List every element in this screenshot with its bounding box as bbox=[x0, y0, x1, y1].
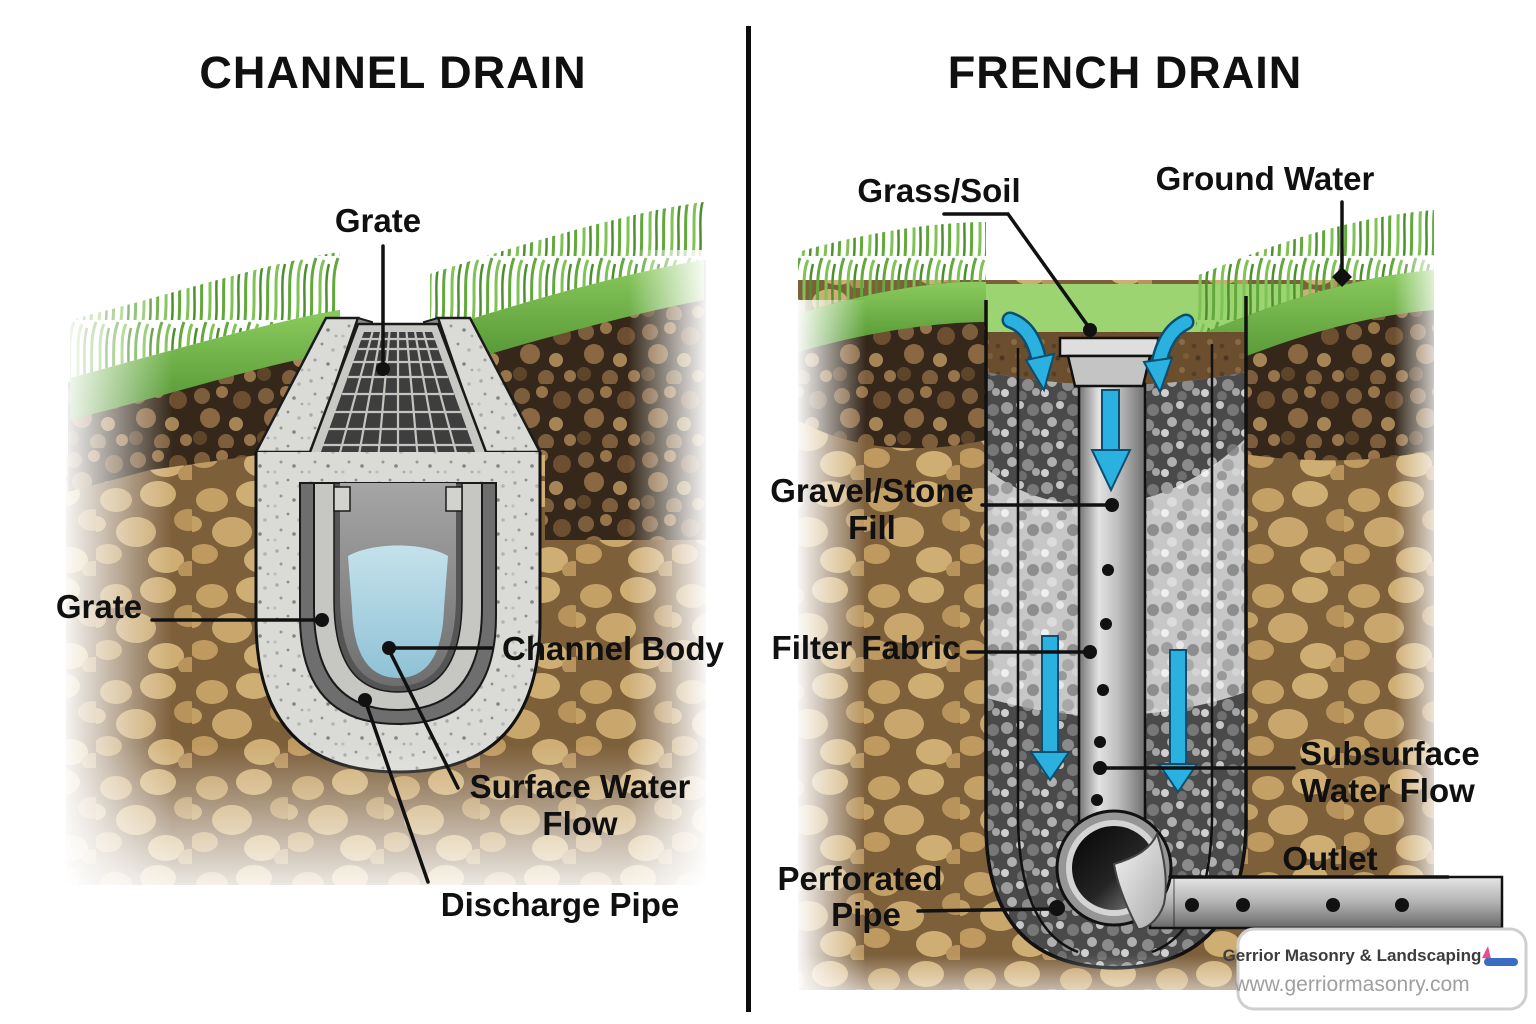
gravel-fill-label-line2: Fill bbox=[848, 509, 896, 546]
filter-fabric-label: Filter Fabric bbox=[772, 629, 961, 666]
liner-tab-left bbox=[333, 486, 351, 512]
down-arrow-right-icon bbox=[1157, 649, 1199, 794]
french-drain-panel: FRENCH DRAIN Grass/Soil Ground Water Gra… bbox=[770, 47, 1528, 1017]
surface-water-label-line2: Flow bbox=[542, 805, 617, 842]
french-grass-blades-left bbox=[798, 222, 986, 314]
channel-leaders bbox=[150, 244, 494, 884]
fade-bottom bbox=[58, 745, 713, 910]
outlet-pipe bbox=[1148, 875, 1504, 930]
perforated-pipe-label-line1: Perforated bbox=[777, 860, 942, 897]
pipe-inlet-cap bbox=[1058, 336, 1160, 358]
filter-fabric-line-left bbox=[1016, 348, 1079, 954]
watermark-company: Gerrior Masonry & Landscaping bbox=[1223, 946, 1482, 965]
french-leaders bbox=[916, 200, 1450, 916]
subsurface-label-line1: Subsurface bbox=[1300, 735, 1480, 772]
channel-drain-title: CHANNEL DRAIN bbox=[199, 47, 586, 98]
watermark-card: Gerrior Masonry & Landscaping www.gerrio… bbox=[1223, 927, 1528, 1011]
watermark-website: www.gerriormasonry.com bbox=[1233, 973, 1469, 996]
grass-soil-label: Grass/Soil bbox=[857, 172, 1020, 209]
gravel-fill-label-line1: Gravel/Stone bbox=[770, 472, 974, 509]
channel-drain-panel: CHANNEL DRAIN Grate Grate Channel Body S… bbox=[56, 47, 725, 923]
flow-arrows bbox=[1001, 311, 1199, 794]
down-arrow-left-icon bbox=[1029, 635, 1071, 782]
surface-water-label-line1: Surface Water bbox=[470, 768, 691, 805]
channel-water bbox=[348, 545, 448, 678]
channel-grass-blades-right bbox=[430, 202, 704, 332]
grate-side-label: Grate bbox=[56, 588, 142, 625]
grate-top-label: Grate bbox=[335, 202, 421, 239]
panel-divider bbox=[746, 26, 751, 1012]
channel-body-label: Channel Body bbox=[502, 630, 724, 667]
curved-arrow-left-icon bbox=[1001, 311, 1056, 393]
curved-arrow-right-icon bbox=[1142, 313, 1195, 395]
fade-left-2 bbox=[794, 300, 866, 990]
pipe-inlet-flange bbox=[1066, 354, 1152, 388]
french-grass-blades-right bbox=[1196, 210, 1434, 336]
ground-water-label: Ground Water bbox=[1156, 160, 1375, 197]
perforated-pipe-label-line2: Pipe bbox=[831, 896, 901, 933]
liner-tab-right bbox=[445, 486, 463, 512]
ground-water-marker bbox=[1332, 267, 1352, 287]
discharge-pipe-label: Discharge Pipe bbox=[441, 886, 679, 923]
french-drain-title: FRENCH DRAIN bbox=[948, 47, 1303, 98]
subsurface-label-line2: Water Flow bbox=[1300, 772, 1475, 809]
french-grass-right bbox=[1196, 270, 1434, 376]
down-arrow-in-pipe-icon bbox=[1090, 389, 1132, 493]
perforated-pipe-elbow bbox=[1055, 809, 1173, 931]
watermark-logo-icon bbox=[1482, 946, 1518, 966]
water-curl bbox=[1112, 831, 1167, 931]
outlet-label: Outlet bbox=[1282, 840, 1377, 877]
